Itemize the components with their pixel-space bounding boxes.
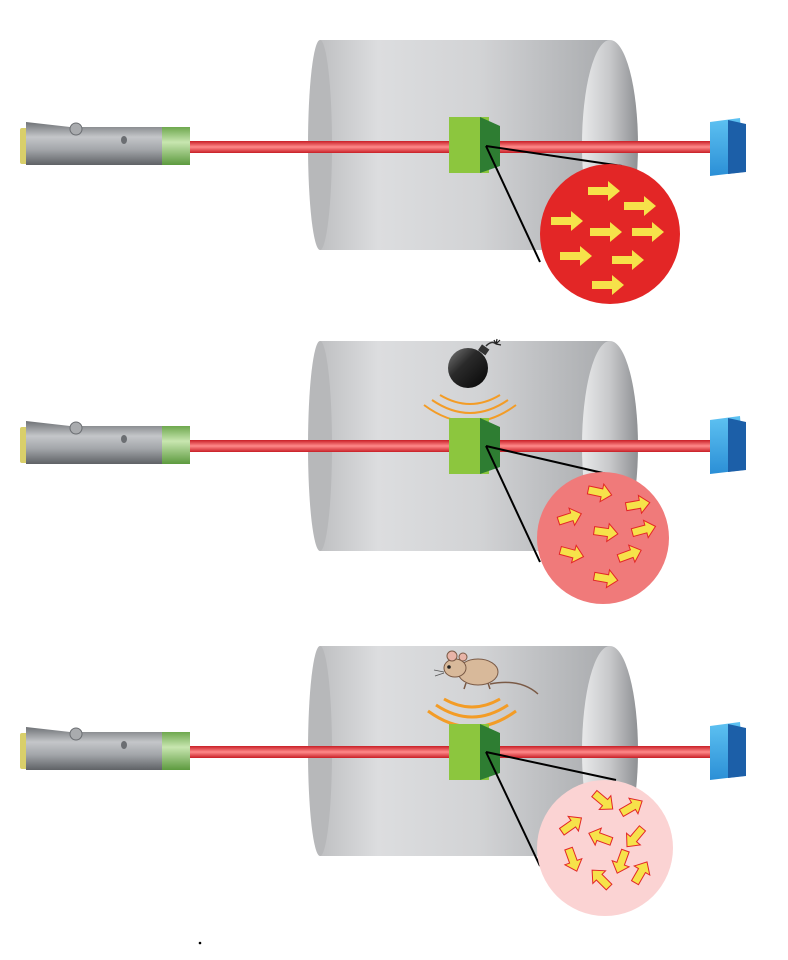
laser-pointer [20,727,190,770]
bomb-icon [448,338,502,388]
detector [710,722,746,780]
zoom-line [485,751,541,867]
panel-bomb [20,338,746,604]
spin-arrows-aligned [551,181,664,295]
spin-arrows-random [558,789,651,891]
zoom-line [485,145,623,167]
zoom-line [485,145,541,263]
spin-zoom-circle [537,780,673,916]
spin-arrows-partial [556,482,657,589]
vapor-cell [449,724,500,780]
vapor-cell [449,117,500,173]
zoom-line [485,751,617,781]
spin-zoom-circle [537,472,669,604]
panel-aligned [20,40,746,304]
stray-dot [198,941,202,945]
vapor-cell [449,418,500,474]
mouse-icon [433,650,539,695]
laser-pointer [20,122,190,165]
detector [710,416,746,474]
spin-zoom-circle [540,164,680,304]
zoom-line [485,445,541,563]
laser-pointer [20,421,190,464]
detector [710,118,746,176]
zoom-line [485,445,617,477]
panel-mouse [20,646,746,916]
